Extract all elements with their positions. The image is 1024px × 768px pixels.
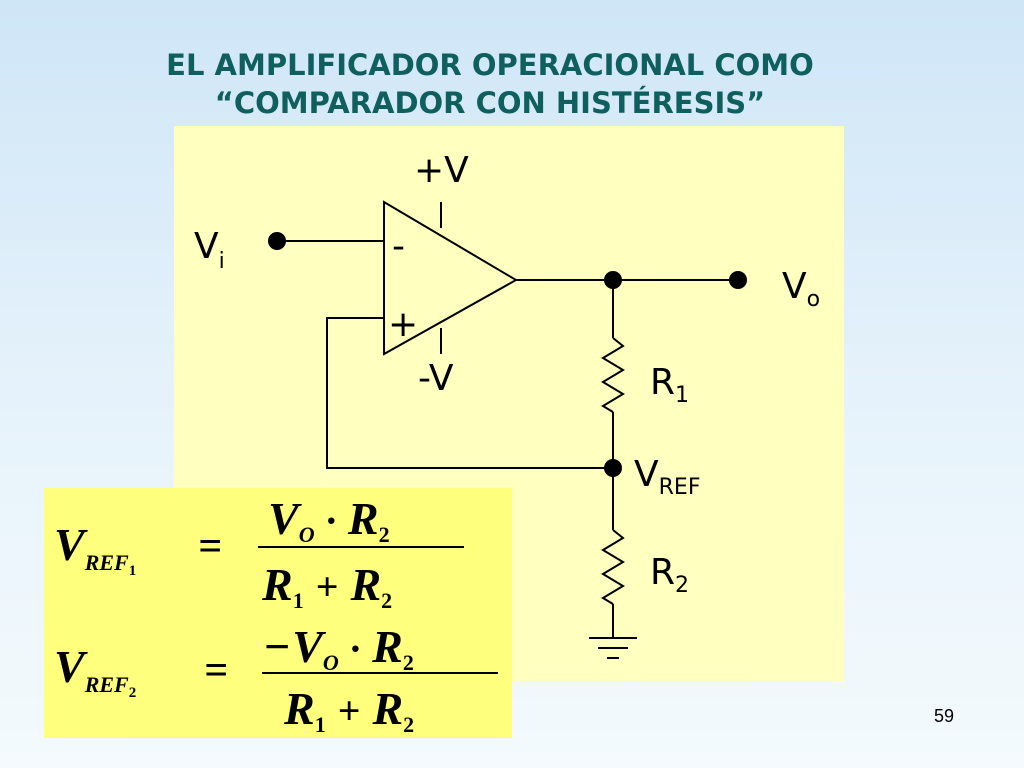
positive-supply-label: +V — [414, 150, 469, 191]
r2-label: R2 — [650, 552, 689, 598]
output-label: Vo — [782, 266, 820, 312]
r1-label: R1 — [650, 362, 689, 408]
noninverting-input-sign: + — [388, 304, 418, 345]
formula2-lhs: VREF2 — [54, 641, 136, 701]
negative-supply-label: -V — [418, 358, 454, 399]
opamp-triangle — [383, 200, 519, 356]
formula2-equals: = — [204, 648, 228, 694]
formula1-equals: = — [198, 524, 222, 570]
title-line-2: “COMPARADOR CON HISTÉRESIS” — [214, 86, 766, 120]
formula1-denominator: R1+R2 — [261, 559, 392, 613]
resistor-r2 — [601, 529, 625, 605]
formula2-numerator: −VO·R2 — [264, 621, 414, 675]
wires — [278, 202, 738, 638]
ground-icon — [589, 637, 637, 659]
resistor-r1 — [601, 337, 625, 413]
input-terminal — [268, 232, 286, 250]
feedback-wire — [326, 317, 613, 469]
inverting-input-sign: - — [392, 226, 405, 267]
vref-label: VREF — [634, 454, 700, 500]
input-label: Vi — [194, 226, 225, 274]
title-line-1: EL AMPLIFICADOR OPERACIONAL COMO — [166, 48, 814, 82]
formula2-denominator: R1+R2 — [283, 683, 414, 737]
page-number: 59 — [934, 706, 955, 726]
vref-junction — [604, 459, 622, 477]
formula1-numerator: VO·R2 — [268, 493, 390, 547]
formula-panel — [44, 488, 512, 738]
formula-vref2: VREF2 = −VO·R2 R1+R2 — [54, 621, 498, 737]
output-terminal — [729, 271, 747, 289]
formula1-lhs: VREF1 — [54, 519, 136, 579]
slide-title: EL AMPLIFICADOR OPERACIONAL COMO “COMPAR… — [0, 46, 980, 122]
output-junction — [604, 271, 622, 289]
nodes — [268, 232, 747, 477]
formula-vref1: VREF1 = VO·R2 R1+R2 — [54, 493, 464, 613]
